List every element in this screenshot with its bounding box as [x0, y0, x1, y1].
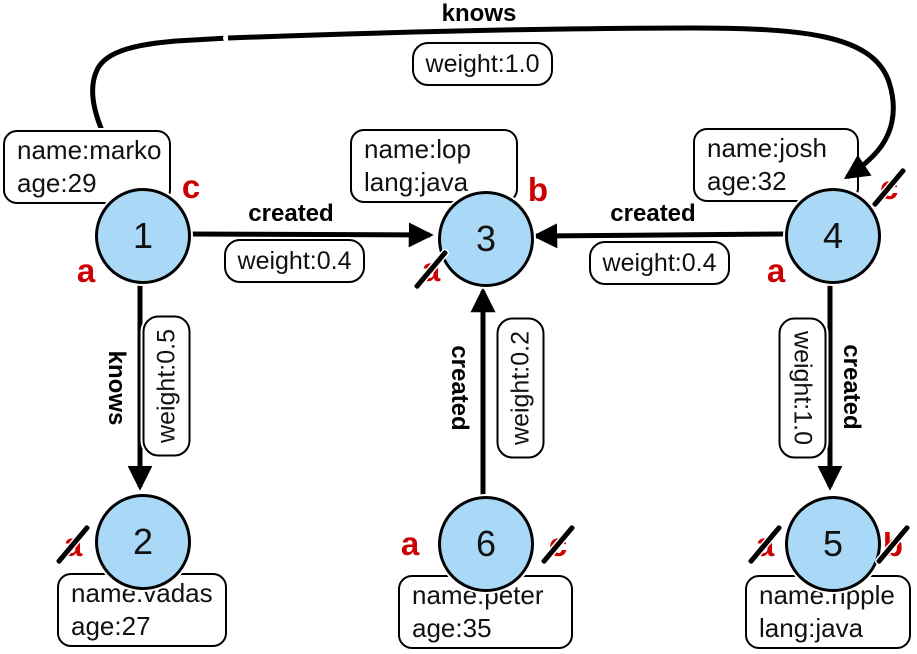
vertex-3-properties-box: name:lop lang:java [350, 129, 518, 203]
traversal-marker-c-vertex-1: c [169, 165, 213, 209]
traversal-marker-a-vertex-1: a [64, 249, 108, 293]
vertex-1-id: 1 [132, 215, 154, 256]
property-line: age:32 [707, 166, 787, 196]
property-line: name:lop [364, 134, 471, 164]
property-line: name:josh [707, 133, 827, 163]
edge-josh-created-ripple-weight: weight:1.0 [778, 317, 827, 459]
vertex-5-id: 5 [822, 523, 844, 564]
weight-text: weight:1.0 [425, 49, 540, 78]
edge-marko-created-lop-line [184, 222, 434, 248]
edge-josh-created-lop-label: created [610, 200, 696, 227]
vertex-2-properties-box: name:vadas age:27 [57, 573, 227, 647]
marker-letter: a [766, 252, 786, 289]
traversal-marker-a-vertex-4: a [754, 249, 798, 293]
vertex-2-circle: 2 [95, 494, 191, 590]
marker-letter: c [181, 168, 201, 205]
weight-text: weight:1.0 [789, 331, 817, 445]
weight-text: weight:0.5 [152, 329, 180, 443]
edge-josh-created-lop-weight: weight:0.4 [589, 241, 730, 285]
property-line: age:35 [412, 613, 492, 643]
edge-marko-knows-vadas-weight: weight:0.5 [142, 315, 191, 457]
edge-josh-created-lop-line [532, 223, 786, 249]
edge-marko-knows-josh-weight: weight:1.0 [412, 42, 553, 86]
knows-curve-halo [223, 22, 899, 182]
traversal-marker-b-vertex-5-struck: b [871, 523, 915, 567]
traversal-marker-a-vertex-5-struck: a [743, 523, 787, 567]
traversal-marker-a-vertex-6: a [388, 522, 432, 566]
edge-peter-created-lop-weight: weight:0.2 [496, 317, 545, 459]
weight-text: weight:0.2 [506, 331, 534, 445]
edge-marko-knows-vadas-label: knows [103, 350, 130, 426]
edge-line-group [90, 35, 843, 497]
marker-letter: a [400, 525, 420, 562]
edge-marko-knows-josh-label: knows [441, 0, 517, 27]
property-line: lang:java [759, 613, 864, 643]
vertex-3-circle: 3 [438, 191, 534, 287]
vertex-6-id: 6 [475, 523, 497, 564]
vertex-4-circle: 4 [785, 188, 881, 284]
property-line: name:marko [17, 135, 162, 165]
traversal-marker-c-vertex-6-struck: c [536, 523, 580, 567]
edge-josh-created-ripple-label: created [838, 344, 865, 430]
vertex-2-id: 2 [132, 521, 154, 562]
edge-marko-knows-josh-curve-end [227, 25, 896, 180]
weight-text: weight:0.4 [602, 248, 717, 277]
edge-marko-created-lop-weight: weight:0.4 [224, 239, 365, 283]
property-line: age:27 [71, 611, 151, 641]
marker-letter: b [527, 171, 549, 208]
vertex-5-circle: 5 [785, 496, 881, 592]
edge-marko-knows-josh-curve-start [90, 35, 229, 155]
traversal-marker-a-vertex-2-struck: a [51, 523, 95, 567]
property-line: lang:java [364, 167, 469, 197]
edge-marko-created-lop-label: created [248, 200, 334, 227]
traversal-marker-c-vertex-4-struck: c [867, 166, 911, 210]
marker-letter: a [76, 252, 96, 289]
vertex-4-id: 4 [822, 215, 844, 256]
traversal-marker-b-vertex-3: b [516, 168, 560, 212]
vertex-3-id: 3 [475, 218, 497, 259]
vertex-1-circle: 1 [95, 188, 191, 284]
weight-text: weight:0.4 [237, 246, 352, 275]
property-line: age:29 [17, 168, 97, 198]
vertex-4-properties-box: name:josh age:32 [693, 128, 859, 202]
vertex-6-circle: 6 [438, 496, 534, 592]
edge-peter-created-lop-label: created [446, 345, 473, 431]
traversal-marker-a-vertex-3-struck: a [409, 248, 453, 292]
